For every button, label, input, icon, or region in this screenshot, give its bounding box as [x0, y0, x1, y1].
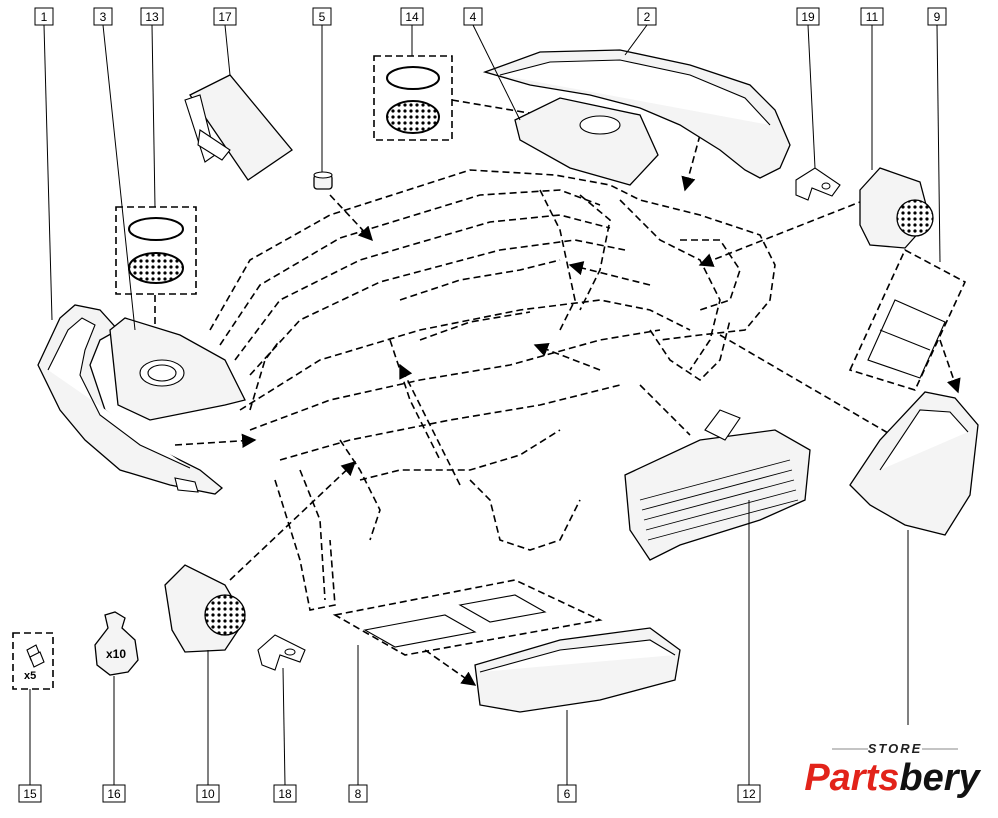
part-16-bag: x10: [94, 611, 139, 676]
callout-2-label: 2: [644, 10, 651, 24]
part-14-grille-set: [373, 55, 453, 141]
callout-15: 15: [18, 784, 42, 803]
part-15-clips: x5: [12, 632, 54, 690]
callout-10-label: 10: [201, 787, 215, 801]
callout-6-label: 6: [564, 787, 571, 801]
part-18-clip: [257, 634, 306, 671]
part-3-speaker-cover: [109, 317, 246, 421]
callout-4: 4: [463, 7, 483, 26]
callout-13-label: 13: [145, 10, 159, 24]
part-4-center-cover: [514, 97, 659, 186]
callout-3-label: 3: [100, 10, 107, 24]
callout-12: 12: [737, 784, 761, 803]
part-15-qty: x5: [24, 670, 36, 682]
dashboard-frame: [209, 169, 776, 611]
part-16-qty: x10: [106, 647, 126, 661]
part-8-tray-set: [332, 579, 603, 656]
callout-9: 9: [927, 7, 947, 26]
callout-12-label: 12: [742, 787, 756, 801]
callout-16: 16: [102, 784, 126, 803]
callout-10: 10: [196, 784, 220, 803]
callout-17-label: 17: [218, 10, 232, 24]
part-9-panel-set: [848, 248, 967, 391]
logo-store-text: STORE: [868, 741, 923, 756]
callout-17: 17: [213, 7, 237, 26]
callout-4-label: 4: [470, 10, 477, 24]
part-2-top-panel: [482, 49, 791, 179]
part-1-left-trim: [37, 304, 224, 495]
callout-1: 1: [34, 7, 54, 26]
part-17-bracket: [184, 74, 293, 181]
logo-bery: bery: [899, 757, 981, 799]
callout-6: 6: [557, 784, 577, 803]
leader-lines: [29, 24, 941, 786]
callout-14: 14: [400, 7, 424, 26]
part-10-left-vent: [164, 564, 246, 653]
assembly-arrows: [147, 99, 961, 686]
part-6-lower-tray: [474, 627, 681, 713]
callout-3: 3: [93, 7, 113, 26]
callout-1-label: 1: [41, 10, 48, 24]
callout-8: 8: [348, 784, 368, 803]
logo-parts: Parts: [804, 757, 899, 799]
callout-2: 2: [637, 7, 657, 26]
callout-16-label: 16: [107, 787, 121, 801]
callout-15-label: 15: [23, 787, 37, 801]
callout-18-label: 18: [278, 787, 292, 801]
callout-14-label: 14: [405, 10, 419, 24]
part-11-right-vent: [859, 167, 934, 249]
callout-19: 19: [796, 7, 820, 26]
callout-19-label: 19: [801, 10, 815, 24]
callout-13: 13: [140, 7, 164, 26]
callout-9-label: 9: [934, 10, 941, 24]
callout-11-label: 11: [866, 10, 879, 24]
part-19-clip: [795, 167, 841, 201]
logo-wordmark: Partsbery: [804, 757, 981, 799]
part-12-center-vent: [624, 409, 811, 561]
callout-5-label: 5: [319, 10, 326, 24]
callout-8-label: 8: [355, 787, 362, 801]
part-13-grille-set: [115, 206, 197, 295]
part-9-end-cap: [849, 391, 979, 536]
part-5-plug: [313, 171, 333, 190]
callout-5: 5: [312, 7, 332, 26]
partsbery-logo: STORE Partsbery: [804, 741, 981, 799]
callout-18: 18: [273, 784, 297, 803]
callout-11: 11: [860, 7, 884, 26]
